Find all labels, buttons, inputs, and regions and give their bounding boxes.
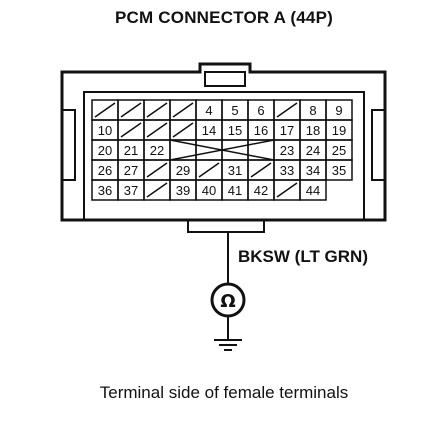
connector-title: PCM CONNECTOR A (44P) — [115, 8, 333, 27]
unused-terminal-mark — [146, 162, 168, 178]
right-guide — [371, 109, 385, 181]
terminal-number: 6 — [257, 103, 264, 118]
terminal-number: 44 — [306, 183, 320, 198]
unused-terminal-mark — [198, 162, 220, 178]
blank-block-cross — [169, 139, 275, 161]
terminal-number: 24 — [306, 143, 320, 158]
terminal-number: 17 — [280, 123, 294, 138]
housing-latch-top — [204, 71, 246, 87]
terminal-number: 26 — [98, 163, 112, 178]
terminal-number: 18 — [306, 123, 320, 138]
terminal-number: 31 — [228, 163, 242, 178]
left-guide — [62, 109, 76, 181]
terminal-number: 14 — [202, 123, 216, 138]
terminal-number: 35 — [332, 163, 346, 178]
terminal-number: 27 — [124, 163, 138, 178]
unused-terminal-mark — [146, 182, 168, 198]
terminal-number: 21 — [124, 143, 138, 158]
unused-terminal-mark — [146, 122, 168, 138]
terminal-number: 20 — [98, 143, 112, 158]
terminal-number: 29 — [176, 163, 190, 178]
terminal-number: 41 — [228, 183, 242, 198]
terminal-number: 19 — [332, 123, 346, 138]
terminal-number: 16 — [254, 123, 268, 138]
ground-icon — [214, 339, 242, 351]
wire-label: BKSW (LT GRN) — [238, 247, 368, 266]
terminal-cell — [299, 179, 327, 201]
terminal-number: 37 — [124, 183, 138, 198]
terminal-number: 5 — [231, 103, 238, 118]
terminal-number: 40 — [202, 183, 216, 198]
terminal-number: 33 — [280, 163, 294, 178]
unused-terminal-mark — [276, 182, 298, 198]
ohmmeter-icon: Ω — [210, 282, 246, 318]
terminal-number: 10 — [98, 123, 112, 138]
terminal-number: 25 — [332, 143, 346, 158]
unused-terminal-mark — [172, 102, 194, 118]
unused-terminal-mark — [94, 102, 116, 118]
unused-terminal-mark — [276, 102, 298, 118]
terminal-number: 23 — [280, 143, 294, 158]
terminal-grid: 4 5 6 8 9 10 14 15 16 17 18 19 20 21 22 23 24 25 26 27 29 31 3… — [91, 99, 353, 201]
terminal-number: 9 — [335, 103, 342, 118]
unused-terminal-mark — [172, 122, 194, 138]
unused-terminal-mark — [120, 122, 142, 138]
terminal-cell — [325, 159, 353, 181]
unused-terminal-mark — [120, 102, 142, 118]
caption: Terminal side of female terminals — [99, 383, 349, 402]
terminal-number: 42 — [254, 183, 268, 198]
terminal-number: 34 — [306, 163, 320, 178]
unused-terminal-mark — [146, 102, 168, 118]
terminal-number: 15 — [228, 123, 242, 138]
terminal-number: 22 — [150, 143, 164, 158]
terminal-number: 8 — [309, 103, 316, 118]
terminal-number: 36 — [98, 183, 112, 198]
bottom-tab — [187, 219, 265, 233]
terminal-number: 4 — [205, 103, 212, 118]
unused-terminal-mark — [250, 162, 272, 178]
terminal-number: 39 — [176, 183, 190, 198]
ohm-symbol: Ω — [220, 291, 235, 312]
